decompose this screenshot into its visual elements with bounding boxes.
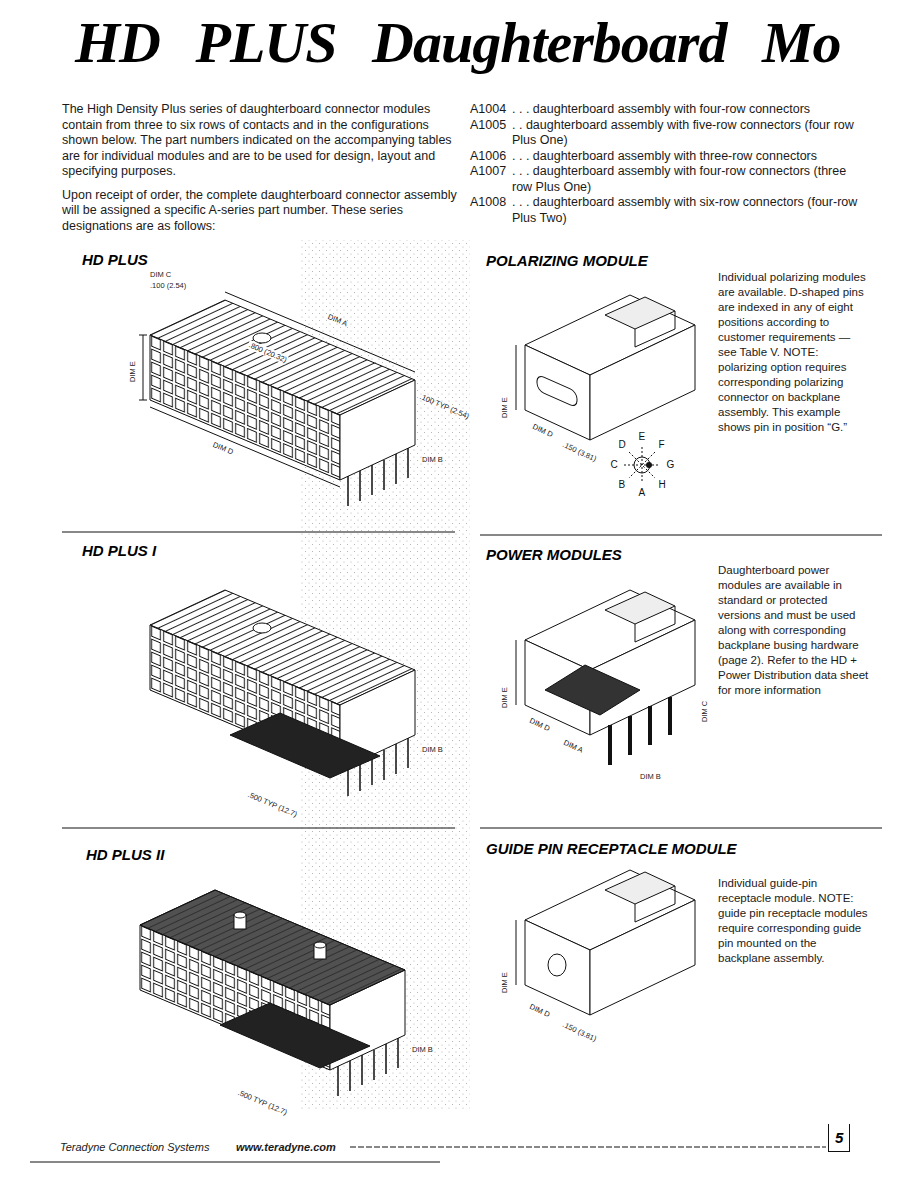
dimension-label: .150 (3.81) xyxy=(561,440,598,463)
series-code: A1005 xyxy=(470,118,506,134)
connector-drawing xyxy=(140,890,405,1096)
connector-drawing xyxy=(253,623,271,633)
page-number-box: 5 xyxy=(828,1124,850,1152)
polarizing-module-drawing xyxy=(516,345,517,410)
dimension-label: DIM E xyxy=(500,687,509,708)
dimension-label: DIM B xyxy=(422,745,443,754)
dimension-label: .150 (3.81) xyxy=(561,1020,598,1043)
polarizing-module-drawing xyxy=(537,374,577,408)
page-title: HD PLUS Daughterboard Mo xyxy=(75,14,840,72)
connector-drawing xyxy=(225,292,415,372)
connector-drawing xyxy=(230,713,380,778)
divider-rule xyxy=(30,1162,440,1163)
series-description: . . . daughterboard assembly with three-… xyxy=(512,149,862,165)
guide-receptacle-drawing xyxy=(525,870,695,1015)
guide-receptacle-drawing xyxy=(548,954,566,976)
connector-drawing xyxy=(150,407,340,487)
company-name: Teradyne Connection Systems xyxy=(60,1141,209,1153)
pin-position: H xyxy=(659,479,666,491)
connector-drawing xyxy=(139,292,415,506)
dimension-label: .100 (2.54) xyxy=(150,281,186,290)
description-text: Individual guide-pin receptacle module. … xyxy=(718,876,870,966)
connector-drawing xyxy=(314,942,326,948)
connector-drawing xyxy=(150,590,415,796)
series-description: . . . daughterboard assembly with six-ro… xyxy=(512,195,862,226)
section-heading: POLARIZING MODULE xyxy=(486,252,648,269)
polarizing-module-drawing xyxy=(516,295,695,483)
intro-text: Upon receipt of order, the complete daug… xyxy=(62,188,464,235)
dimension-label: DIM C xyxy=(150,270,171,279)
section-heading: HD PLUS I xyxy=(82,542,156,559)
guide-receptacle-drawing xyxy=(516,920,517,985)
divider-rule xyxy=(480,535,882,536)
dimension-label: DIM D xyxy=(528,1002,551,1019)
section-heading: GUIDE PIN RECEPTACLE MODULE xyxy=(486,840,737,857)
web-address: www.teradyne.com xyxy=(236,1141,336,1153)
page-number: 5 xyxy=(835,1129,843,1147)
divider-rule xyxy=(30,532,882,1162)
dimension-label: DIM D xyxy=(212,440,235,457)
dimension-label: .500 TYP (12.7) xyxy=(246,790,298,819)
divider-rule xyxy=(350,1147,826,1148)
pin-position: E xyxy=(639,431,646,443)
connector-drawing xyxy=(139,335,147,336)
description-text: Daughterboard power modules are availabl… xyxy=(718,563,870,698)
series-description: . . . daughterboard assembly with four-r… xyxy=(512,164,862,195)
dimension-label: DIM E xyxy=(500,397,509,418)
series-code: A1006 xyxy=(470,149,506,165)
section-heading: HD PLUS xyxy=(82,251,148,268)
dimension-label: .500 TYP (12.7) xyxy=(236,1088,288,1117)
guide-receptacle-drawing xyxy=(516,870,695,1015)
dimension-label: DIM E xyxy=(500,972,509,993)
dimension-label: DIM E xyxy=(128,361,137,382)
connector-drawing xyxy=(140,890,405,1005)
connector-drawing xyxy=(143,335,144,400)
divider-rule xyxy=(62,532,455,533)
dimension-label: DIM C xyxy=(700,701,709,722)
divider-rule xyxy=(62,828,455,829)
connector-drawing xyxy=(139,400,147,401)
power-module-drawing xyxy=(545,665,640,715)
series-description: . . . daughterboard assembly with four-r… xyxy=(512,102,862,118)
connector-drawing xyxy=(140,890,405,1096)
dimension-label: DIM D xyxy=(531,422,554,439)
power-module-drawing xyxy=(516,640,517,705)
polarizing-module-drawing xyxy=(624,447,660,483)
polarizing-module-drawing xyxy=(525,295,695,440)
pin-position: C xyxy=(611,459,618,471)
dimension-label: DIM A xyxy=(562,738,584,755)
polarizing-module-drawing xyxy=(646,462,652,468)
pin-position: G xyxy=(667,459,675,471)
dimension-label: DIM B xyxy=(422,455,443,464)
power-module-drawing xyxy=(516,590,695,765)
pin-position: B xyxy=(619,479,626,491)
series-code: A1004 xyxy=(470,102,506,118)
dimension-label: DIM B xyxy=(412,1045,433,1054)
pin-position: D xyxy=(619,439,626,451)
connector-drawing xyxy=(150,590,415,796)
series-code: A1008 xyxy=(470,195,506,211)
connector-drawing xyxy=(220,1003,370,1068)
connector-drawing xyxy=(234,912,246,918)
pin-position: F xyxy=(659,439,665,451)
series-description: . . daughterboard assembly with five-row… xyxy=(512,118,862,149)
description-text: Individual polarizing modules are availa… xyxy=(718,270,870,435)
section-heading: HD PLUS II xyxy=(86,846,164,863)
dimension-label: DIM B xyxy=(640,772,661,781)
divider-rule xyxy=(480,828,882,829)
pin-position: A xyxy=(639,487,646,499)
power-module-drawing xyxy=(610,697,670,765)
section-heading: POWER MODULES xyxy=(486,546,622,563)
connector-drawing xyxy=(150,300,415,506)
series-code: A1007 xyxy=(470,164,506,180)
dimension-label: DIM D xyxy=(528,716,551,733)
intro-text: The High Density Plus series of daughter… xyxy=(62,102,464,180)
